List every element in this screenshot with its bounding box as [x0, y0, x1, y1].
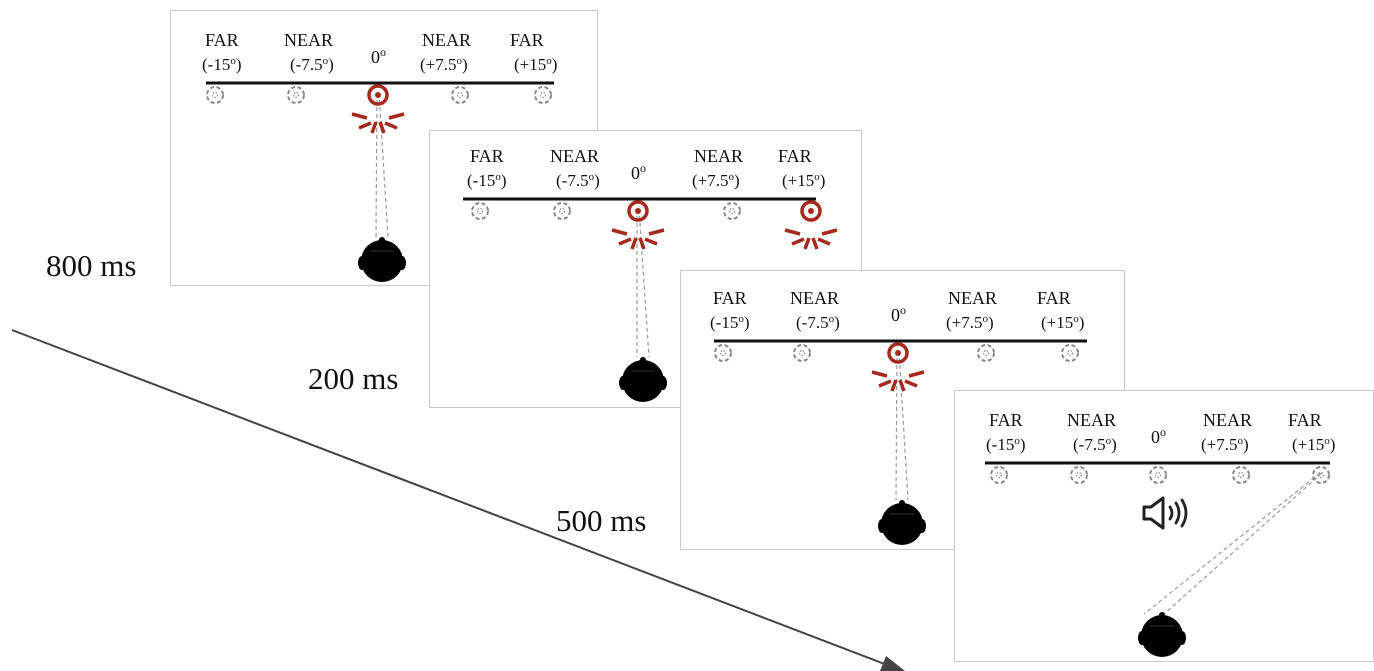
label-far-left: FAR [205, 30, 239, 50]
led-icon-inactive [451, 86, 469, 104]
led-icon-inactive [553, 202, 571, 220]
panel-1-scene: FAR NEAR NEAR FAR (-15o) (-7.5o) (+7.5o) (+15o)… [202, 30, 557, 282]
label-near-left: NEAR [1067, 410, 1116, 430]
label-minus-7-5: (-7.5o) [556, 171, 600, 190]
label-near-left: NEAR [550, 146, 599, 166]
label-plus-7-5: (+7.5o) [1201, 435, 1249, 454]
label-minus-7-5: (-7.5o) [1073, 435, 1117, 454]
label-zero: 0o [631, 161, 646, 183]
led-icon-inactive [287, 86, 305, 104]
duration-label-800: 800 ms [46, 248, 137, 283]
gaze-lines [375, 92, 389, 238]
led-icon-inactive [793, 344, 811, 362]
label-plus-7-5: (+7.5o) [420, 55, 468, 74]
label-near-left: NEAR [790, 288, 839, 308]
led-icon-active [871, 342, 925, 392]
label-near-right: NEAR [422, 30, 471, 50]
head-icon [619, 357, 667, 402]
led-icon-active [784, 200, 838, 250]
label-plus-7-5: (+7.5o) [946, 313, 994, 332]
label-minus-15: (-15o) [467, 171, 507, 190]
led-icon-inactive [1061, 344, 1079, 362]
label-zero: 0o [1151, 425, 1166, 447]
duration-label-500: 500 ms [556, 503, 647, 538]
label-far-right: FAR [1037, 288, 1071, 308]
led-icon-inactive [977, 344, 995, 362]
label-plus-15: (+15o) [514, 55, 557, 74]
label-near-right: NEAR [694, 146, 743, 166]
led-icon-inactive [990, 466, 1008, 484]
label-plus-15: (+15o) [782, 171, 825, 190]
gaze-lines [895, 350, 909, 501]
gaze-lines [1143, 472, 1323, 615]
stimulus-panel-4: FAR NEAR NEAR FAR (-15o) (-7.5o) (+7.5o) (+15o)… [954, 390, 1374, 662]
label-minus-15: (-15o) [202, 55, 242, 74]
duration-label-200: 200 ms [308, 361, 399, 396]
label-far-right: FAR [1288, 410, 1322, 430]
led-icon-inactive [534, 86, 552, 104]
gaze-lines [636, 208, 650, 358]
label-zero: 0o [891, 303, 906, 325]
label-near-left: NEAR [284, 30, 333, 50]
label-plus-7-5: (+7.5o) [692, 171, 740, 190]
label-minus-7-5: (-7.5o) [796, 313, 840, 332]
led-icon-inactive [714, 344, 732, 362]
label-far-right: FAR [778, 146, 812, 166]
label-minus-15: (-15o) [986, 435, 1026, 454]
led-icon-inactive [1312, 466, 1330, 484]
label-near-right: NEAR [1203, 410, 1252, 430]
led-icon-active [351, 84, 405, 134]
stimulus-panel-2: FAR NEAR NEAR FAR (-15o) (-7.5o) (+7.5o) (+15o)… [429, 130, 862, 408]
label-minus-15: (-15o) [710, 313, 750, 332]
label-plus-15: (+15o) [1041, 313, 1084, 332]
label-zero: 0o [371, 45, 386, 67]
panel-3-scene: FAR NEAR NEAR FAR (-15o) (-7.5o) (+7.5o) (+15o)… [710, 288, 1087, 545]
panel-4-scene: FAR NEAR NEAR FAR (-15o) (-7.5o) (+7.5o) (+15o)… [985, 410, 1335, 657]
label-far-left: FAR [989, 410, 1023, 430]
led-icon-inactive [206, 86, 224, 104]
label-far-left: FAR [470, 146, 504, 166]
head-icon [1138, 612, 1186, 657]
led-icon-inactive [723, 202, 741, 220]
label-near-right: NEAR [948, 288, 997, 308]
led-icon-inactive [1070, 466, 1088, 484]
head-icon [358, 237, 406, 282]
label-far-left: FAR [713, 288, 747, 308]
led-icon-active [611, 200, 665, 250]
panel-2-scene: FAR NEAR NEAR FAR (-15o) (-7.5o) (+7.5o) (+15o)… [463, 146, 838, 402]
speaker-icon [1142, 496, 1188, 530]
head-icon [878, 500, 926, 545]
led-icon-inactive [1149, 466, 1167, 484]
label-plus-15: (+15o) [1292, 435, 1335, 454]
label-far-right: FAR [510, 30, 544, 50]
led-icon-inactive [471, 202, 489, 220]
label-minus-7-5: (-7.5o) [290, 55, 334, 74]
led-icon-inactive [1232, 466, 1250, 484]
